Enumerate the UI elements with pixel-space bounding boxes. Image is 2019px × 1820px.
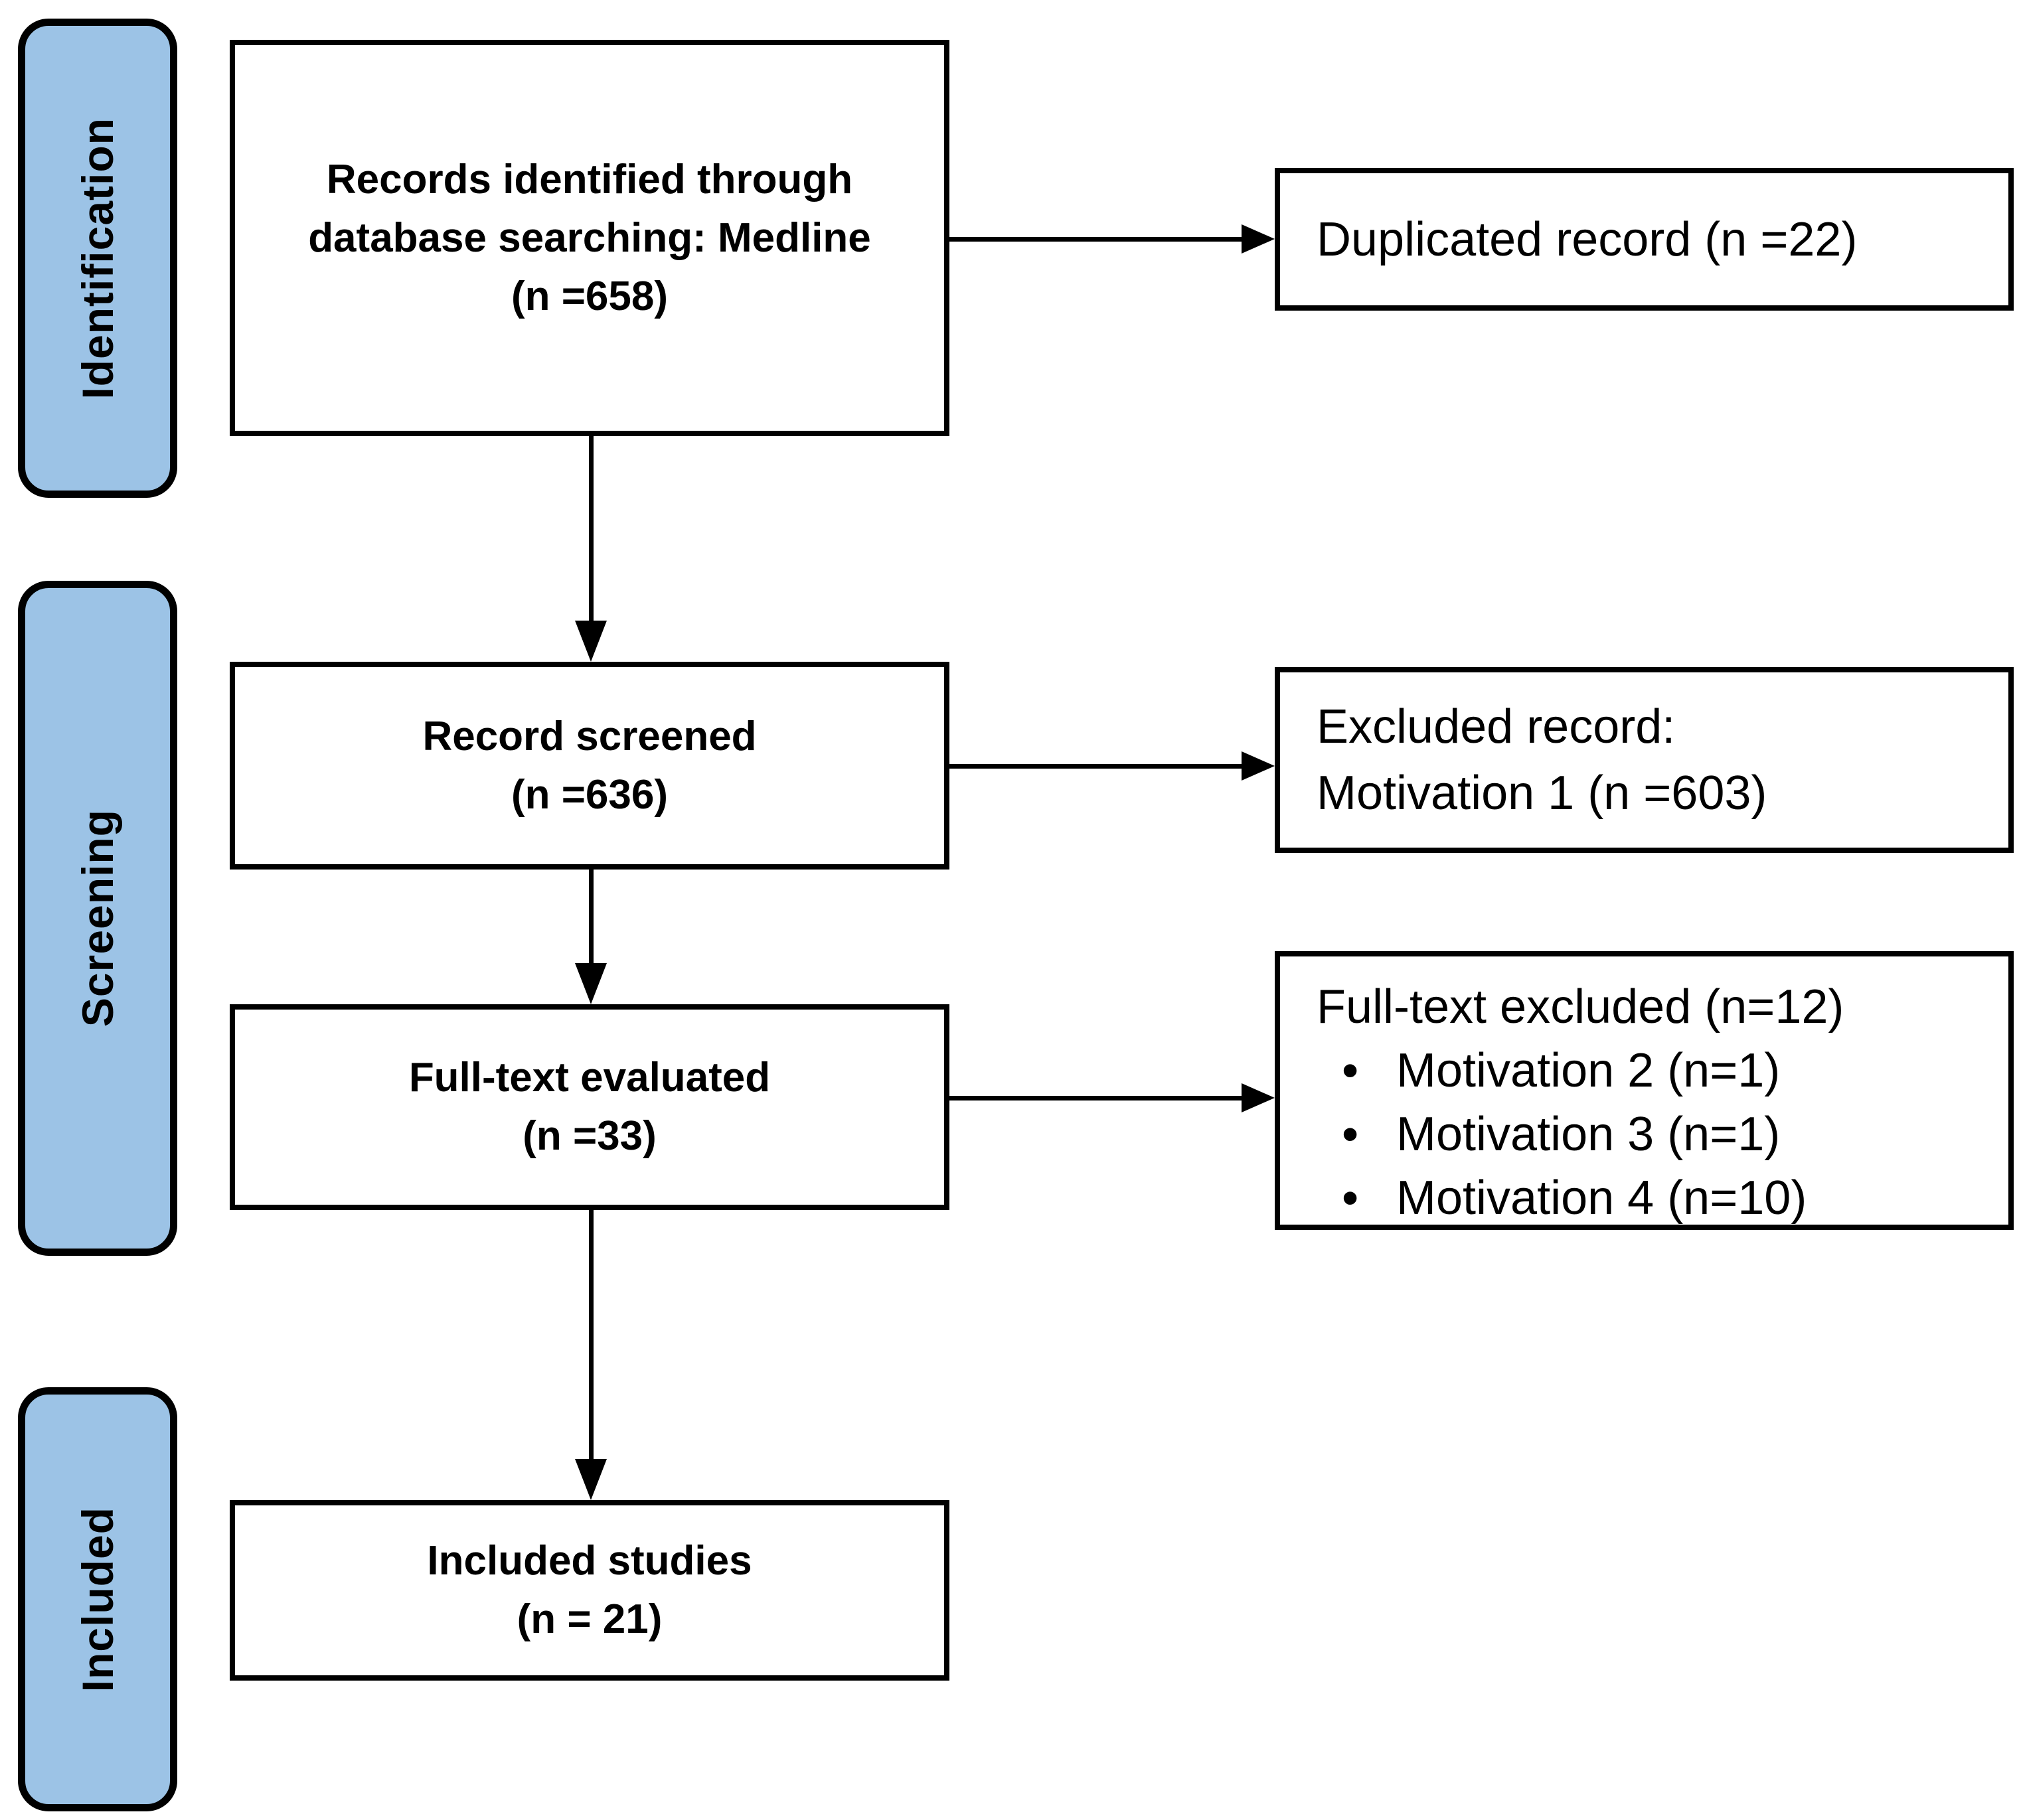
flow-box-line: Records identified through: [326, 156, 853, 202]
flow-box-included-studies: Included studies (n = 21): [230, 1500, 949, 1681]
bullet-item: • Motivation 4 (n=10): [1317, 1166, 1988, 1230]
side-box-line: Excluded record:: [1317, 700, 1676, 753]
side-box-line: Motivation 1 (n =603): [1317, 767, 1767, 820]
side-box-duplicated-records: Duplicated record (n =22): [1275, 168, 2014, 311]
side-box-fulltext-excluded: Full-text excluded (n=12) • Motivation 2…: [1275, 951, 2014, 1230]
flow-box-line: (n =636): [511, 771, 669, 818]
flow-box-line: (n =658): [511, 273, 669, 319]
stage-label-text: Included: [73, 1506, 122, 1693]
arrow-records-to-screened-shaft: [589, 436, 594, 621]
arrow-fulltext-to-excluded-head: [1242, 1083, 1275, 1112]
flow-box-line: database searching: Medline: [308, 214, 871, 261]
side-box-line: Duplicated record (n =22): [1317, 212, 1858, 266]
flow-box-fulltext-evaluated: Full-text evaluated (n =33): [230, 1004, 949, 1210]
flow-box-line: (n =33): [523, 1113, 657, 1159]
bullet-icon: •: [1342, 1172, 1359, 1225]
stage-label-text: Screening: [73, 809, 122, 1027]
stage-label-text: Identification: [73, 117, 122, 400]
bullet-icon: •: [1342, 1108, 1359, 1161]
stage-label-included: Included: [18, 1387, 177, 1811]
arrow-screened-to-excluded-shaft: [949, 764, 1242, 769]
flow-box-line: (n = 21): [517, 1596, 663, 1642]
flow-box-line: Record screened: [422, 713, 757, 759]
flow-box-line: Included studies: [427, 1538, 752, 1584]
arrow-screened-to-fulltext-head: [575, 963, 607, 1004]
flow-box-line: Full-text evaluated: [408, 1055, 771, 1100]
arrow-records-to-duplicated-head: [1242, 224, 1275, 254]
arrow-records-to-duplicated-shaft: [949, 237, 1242, 242]
side-box-title: Full-text excluded (n=12): [1317, 980, 1844, 1033]
bullet-text: Motivation 3 (n=1): [1396, 1108, 1781, 1161]
arrow-fulltext-to-included-shaft: [589, 1210, 594, 1459]
arrow-screened-to-excluded-head: [1242, 751, 1275, 781]
side-box-excluded-records: Excluded record: Motivation 1 (n =603): [1275, 667, 2014, 853]
arrow-records-to-screened-head: [575, 621, 607, 662]
bullet-item: • Motivation 3 (n=1): [1317, 1102, 1988, 1166]
stage-label-screening: Screening: [18, 581, 177, 1256]
arrow-fulltext-to-included-head: [575, 1459, 607, 1500]
bullet-icon: •: [1342, 1044, 1359, 1097]
bullet-text: Motivation 4 (n=10): [1396, 1172, 1807, 1225]
arrow-screened-to-fulltext-shaft: [589, 870, 594, 963]
flow-box-records-screened: Record screened (n =636): [230, 662, 949, 870]
arrow-fulltext-to-excluded-shaft: [949, 1096, 1242, 1100]
bullet-text: Motivation 2 (n=1): [1396, 1044, 1781, 1097]
flow-box-records-identified: Records identified through database sear…: [230, 40, 949, 436]
bullet-item: • Motivation 2 (n=1): [1317, 1039, 1988, 1102]
stage-label-identification: Identification: [18, 19, 177, 498]
